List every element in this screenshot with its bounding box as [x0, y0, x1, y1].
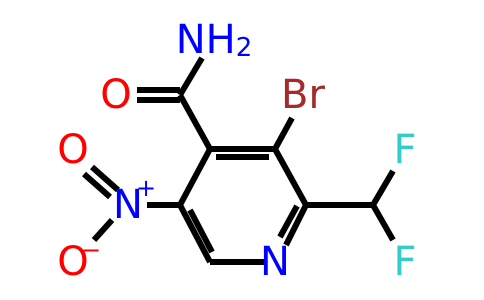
ring-nitrogen-label: N — [260, 239, 290, 285]
amide-nh-subscript: 2 — [236, 33, 253, 63]
bond-c4-carbonyl — [177, 93, 213, 151]
bromine-label: Br — [281, 72, 325, 118]
nitro-oxygen-bottom-label: O — [57, 239, 88, 285]
amide-oxygen-label: O — [100, 72, 131, 118]
bond-c3-br — [272, 116, 295, 151]
amide-nh2-label: NH2 — [176, 17, 253, 63]
bond-c2-n — [283, 203, 309, 247]
bond-cf2h-f-bottom — [370, 203, 396, 242]
bond-c6-c5-inner — [187, 208, 215, 254]
bond-c5-c4 — [177, 147, 213, 207]
amide-nh-text: NH — [176, 17, 236, 63]
nitro-oxygen-top-label: O — [57, 127, 88, 173]
fluorine-bottom-label: F — [393, 239, 416, 285]
bond-cf2h-f-top — [370, 169, 396, 207]
bond-nitro-n-o-top — [90, 164, 120, 193]
nitro-nitrogen-charge: + — [136, 174, 156, 202]
bond-nitro-n-o-bottom — [91, 217, 115, 243]
bond-c3-c2 — [272, 147, 309, 207]
bond-c2-n-inner — [277, 204, 300, 239]
bond-carbonyl-nh2 — [177, 56, 205, 97]
bond-c6-c5 — [177, 203, 213, 264]
nitro-oxygen-charge: − — [81, 236, 101, 264]
nitro-nitrogen-label: N — [113, 182, 143, 228]
bonds — [82, 56, 396, 265]
fluorine-top-label: F — [393, 127, 416, 173]
bond-nitro-n-o-top-second — [82, 171, 112, 200]
atom-labels: NH2 O Br F F N N + O O − — [57, 17, 416, 285]
